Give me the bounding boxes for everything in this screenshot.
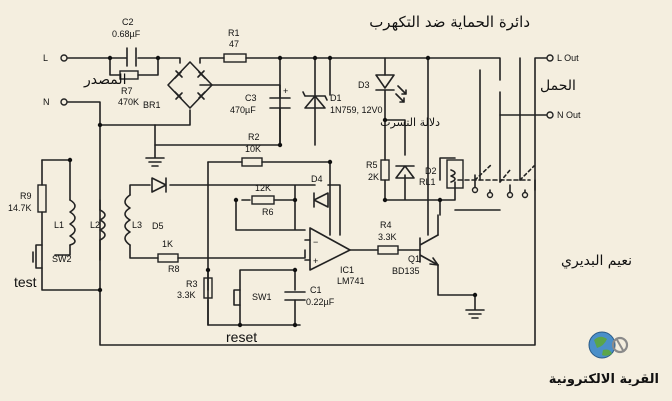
l3-inductor — [124, 194, 131, 246]
d3-name: D3 — [358, 80, 370, 90]
r5-resistor — [380, 159, 390, 181]
r1-value: 47 — [229, 39, 239, 49]
r2-resistor — [241, 157, 263, 167]
n-in-label: N — [43, 97, 50, 107]
r9-name: R9 — [20, 191, 32, 201]
d1-name: D1 — [330, 93, 342, 103]
r5-name: R5 — [366, 160, 378, 170]
sw2-switch — [32, 244, 43, 269]
ic1-opamp: − + — [304, 227, 351, 271]
q1-name: Q1 — [408, 254, 420, 264]
c1-capacitor — [284, 291, 306, 301]
test-label: test — [14, 274, 37, 290]
c2-capacitor — [126, 47, 137, 67]
rl1-name: RL1 — [419, 177, 436, 187]
c2-name: C2 — [122, 17, 134, 27]
d2-name: D2 — [425, 166, 437, 176]
ic1-value: LM741 — [337, 276, 365, 286]
d5-diode — [151, 177, 167, 193]
r7-value: 470K — [118, 97, 139, 107]
svg-text:+: + — [313, 256, 318, 266]
sw1-name: SW1 — [252, 292, 272, 302]
r3-name: R3 — [186, 279, 198, 289]
r2-name: R2 — [248, 132, 260, 142]
r7-resistor — [119, 70, 139, 80]
reset-label: reset — [226, 329, 257, 345]
brand-name: القرية الالكترونية — [549, 372, 659, 387]
r1-resistor — [223, 53, 247, 63]
load-label: الحمل — [540, 78, 576, 94]
l2-inductor — [99, 209, 106, 241]
r7-name: R7 — [121, 86, 133, 96]
sw1-switch — [233, 289, 241, 306]
relay-contacts — [457, 163, 535, 183]
r9-value: 14.7K — [8, 203, 32, 213]
d4-diode — [313, 192, 329, 208]
junction-dots — [67, 55, 478, 328]
c2-value: 0.68µF — [112, 29, 141, 39]
r6-name: R6 — [262, 207, 274, 217]
ic1-name: IC1 — [340, 265, 354, 275]
l1-name: L1 — [54, 220, 64, 230]
sw2-name: SW2 — [52, 254, 72, 264]
r8-name: R8 — [168, 264, 180, 274]
main-title: دائرة الحماية ضد التكهرب — [369, 13, 530, 31]
r3-value: 3.3K — [177, 290, 196, 300]
r8-resistor — [157, 253, 179, 263]
r9-resistor — [37, 184, 47, 213]
rl1-relay-coil — [446, 159, 464, 189]
r5-value: 2K — [368, 172, 379, 182]
source-label: المصدر — [83, 72, 127, 88]
br1-name: BR1 — [143, 100, 161, 110]
r3-resistor — [203, 277, 213, 299]
terminals — [60, 54, 554, 199]
brand-logo — [588, 331, 629, 359]
d5-name: D5 — [152, 221, 164, 231]
r4-resistor — [377, 245, 399, 255]
r6-resistor — [251, 195, 275, 205]
l3-name: L3 — [132, 220, 142, 230]
q1-transistor — [419, 234, 439, 266]
c1-name: C1 — [310, 285, 322, 295]
l-out-label: L Out — [557, 53, 579, 63]
r4-value: 3.3K — [378, 232, 397, 242]
c3-value: 470µF — [230, 105, 256, 115]
d3-led — [375, 74, 407, 103]
n-out-label: N Out — [557, 110, 581, 120]
q1-value: BD135 — [392, 266, 420, 276]
wires — [41, 57, 551, 346]
leak-indicator-label: دلالة التسرب — [380, 116, 440, 129]
r8-value: 1K — [162, 239, 173, 249]
br1-bridge-rectifier — [167, 61, 213, 109]
l1-inductor — [69, 199, 76, 246]
d1-value: 1N759, 12V0 — [330, 105, 383, 115]
r4-name: R4 — [380, 220, 392, 230]
l2-name: L2 — [90, 220, 100, 230]
c3-name: C3 — [245, 93, 257, 103]
author-name: نعيم البديري — [561, 253, 632, 269]
d2-diode — [395, 165, 415, 179]
svg-text:−: − — [313, 237, 318, 247]
c1-value: 0.22µF — [306, 297, 335, 307]
d1-zener-diode — [302, 91, 328, 109]
svg-text:+: + — [283, 86, 288, 96]
r6-value: 12K — [255, 183, 271, 193]
c3-capacitor: + — [269, 86, 291, 109]
r1-name: R1 — [228, 28, 240, 38]
r2-value: 10K — [245, 144, 261, 154]
l-in-label: L — [43, 53, 48, 63]
d4-name: D4 — [311, 174, 323, 184]
